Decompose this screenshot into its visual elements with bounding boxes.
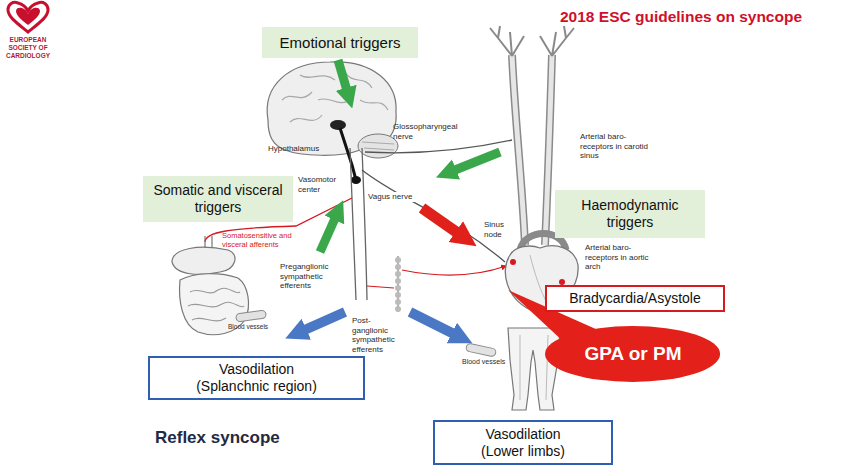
node-text: Somatic and visceral triggers [150, 182, 286, 216]
logo-text: EUROPEAN SOCIETY OF CARDIOLOGY [3, 36, 53, 59]
outcome-box: Vasodilation (Splanchnic region) [148, 356, 365, 400]
anatomy-label: Hypothalamus [268, 144, 330, 154]
anatomy-label: Arterial baro-receptors in carotid sinus [580, 132, 654, 161]
anatomy-label: Preganglionic sympathetic efferents [280, 262, 344, 291]
legs [508, 328, 560, 410]
glossopharyngeal-nerve [365, 140, 512, 153]
outcome-box: Bradycardia/Asystole [545, 285, 725, 312]
anatomy-label: Arterial baro-receptors in aortic arch [585, 243, 655, 272]
node-text: Haemodynamic triggers [570, 197, 690, 231]
anatomy-label: Vasomotor center [298, 175, 348, 194]
trigger-box: Somatic and visceral triggers [143, 176, 293, 222]
afferent-label: Somatosensitive and visceral afferents [222, 231, 296, 249]
node-text: Vasodilation (Lower limbs) [468, 426, 578, 460]
title: 2018 ESC guidelines on syncope [560, 8, 802, 27]
trigger-arrow [450, 152, 500, 172]
anatomy-label: Blood vessels [462, 358, 510, 366]
node-text: Bradycardia/Asystole [569, 290, 701, 307]
anatomy-label: Glossopharyngeal nerve [393, 122, 465, 141]
brain [267, 62, 398, 184]
spinal-cord [350, 148, 367, 300]
node-text: Vasodilation (Splanchnic region) [182, 361, 332, 395]
trigger-arrow [338, 60, 348, 94]
sympathetic-arrow [300, 312, 345, 332]
outcome-box: Vasodilation (Lower limbs) [433, 420, 613, 465]
caption: Reflex syncope [155, 428, 280, 448]
anatomy-label: Vagus nerve [368, 192, 420, 202]
therapy-ellipse: GPA or PM [545, 326, 720, 382]
node-text: Emotional triggers [280, 34, 401, 52]
sympathetic-chain [367, 256, 506, 312]
trigger-box: Emotional triggers [262, 27, 418, 58]
trigger-box: Haemodynamic triggers [555, 190, 705, 238]
node-text: GPA or PM [584, 343, 681, 366]
sympathetic-arrow [410, 312, 458, 336]
anatomy-label: Blood vessels [228, 323, 276, 331]
esc-logo [8, 2, 48, 32]
anatomy-label: Post-ganglionic sympathetic efferents [352, 316, 402, 354]
vagus-nerve [362, 170, 505, 262]
trigger-arrow [320, 214, 337, 252]
vagal-arrow [422, 208, 462, 236]
anatomy-label: Sinus node [484, 220, 512, 239]
blood-vessels [236, 310, 497, 357]
